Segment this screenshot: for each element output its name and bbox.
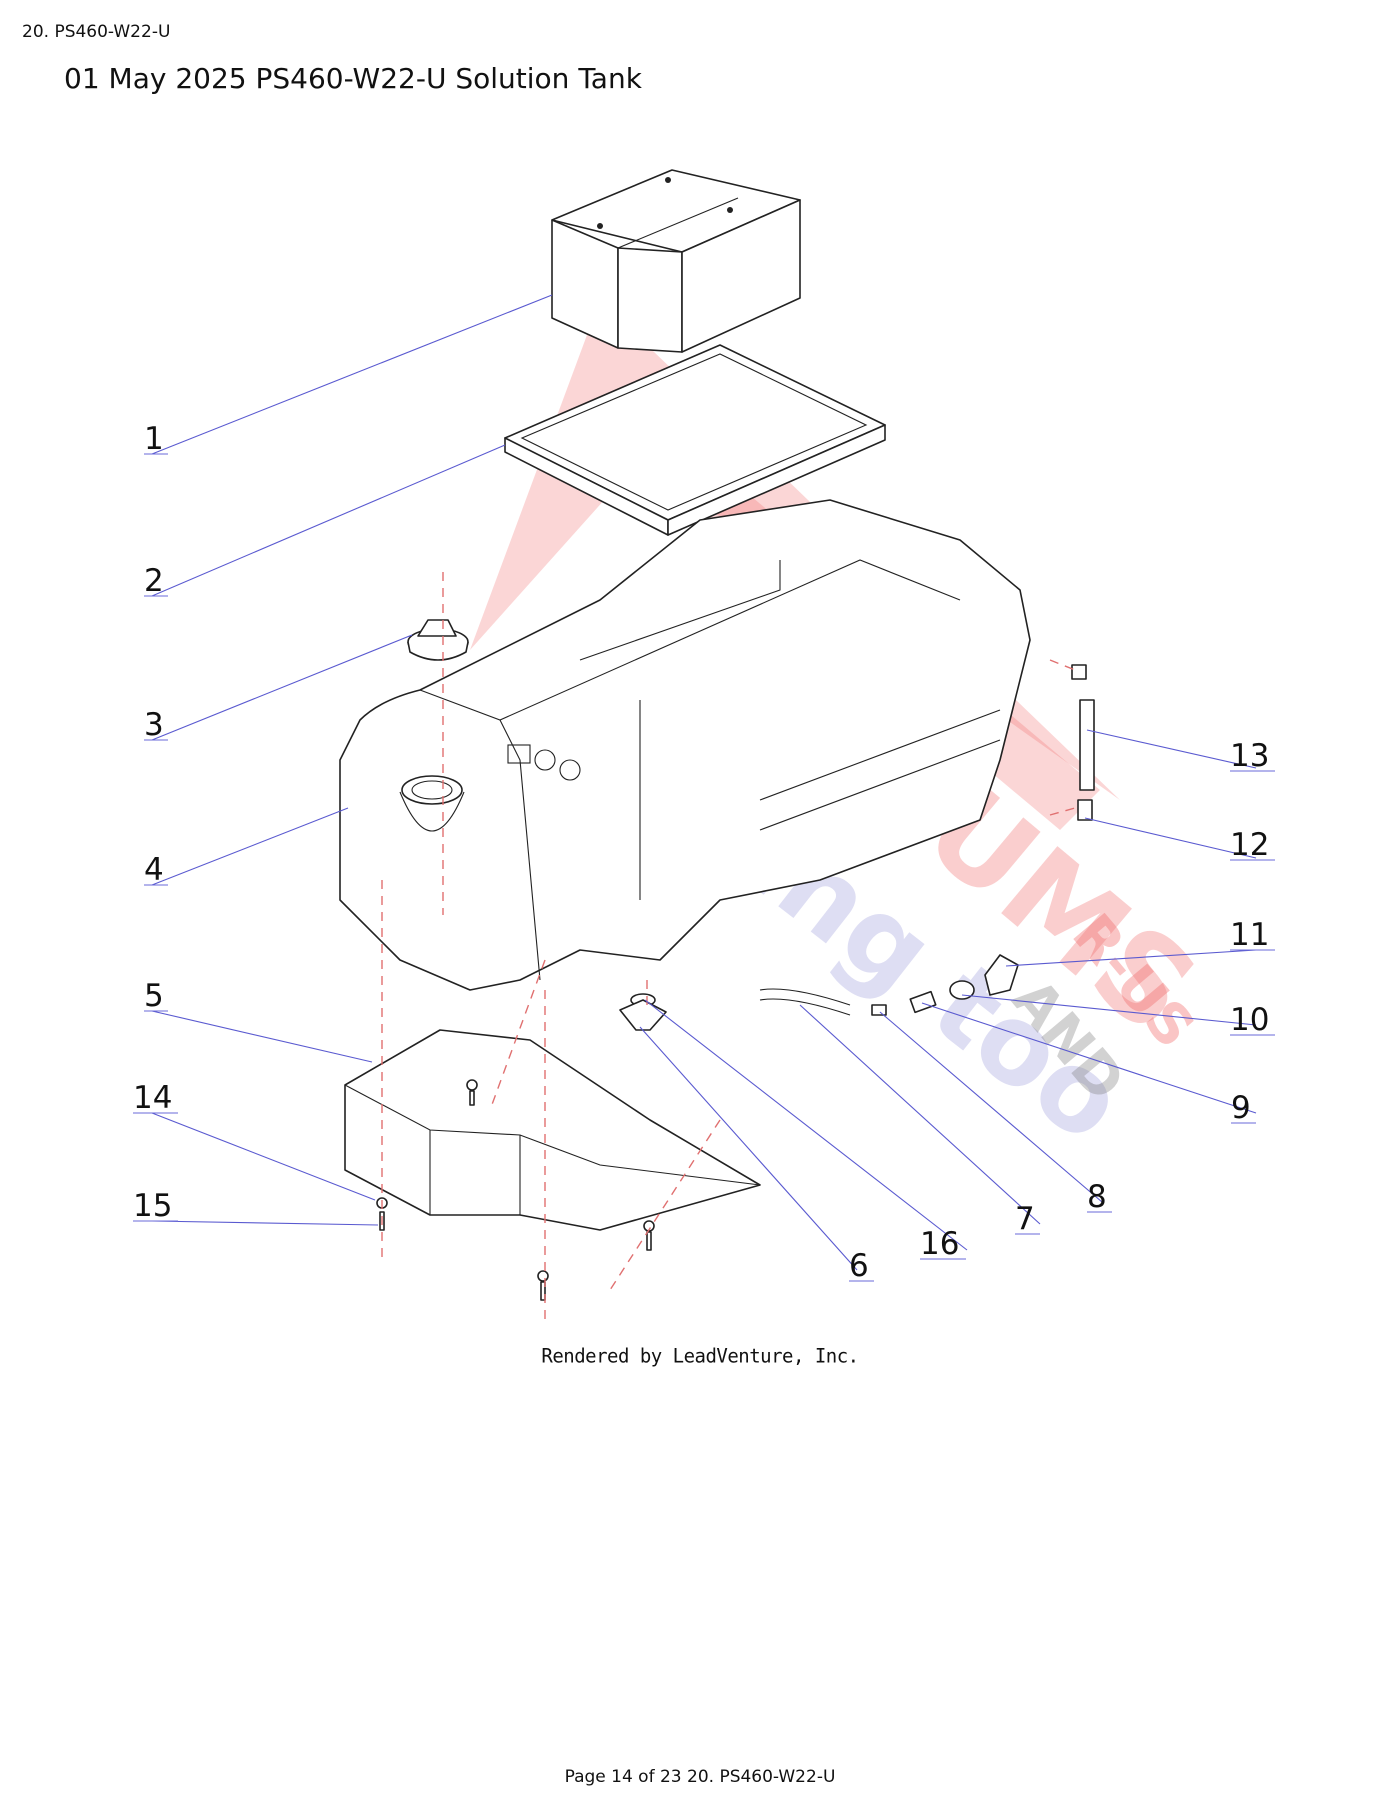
assembly-centerlines	[381, 572, 1076, 1320]
callout-label-12: 12	[1230, 827, 1269, 863]
callout-label-1: 1	[144, 421, 164, 457]
render-credit: Rendered by LeadVenture, Inc.	[541, 1344, 859, 1368]
callout-labels: 1 2 3 4 5 14 15 6 16 7 8 9 10 11 12 13	[133, 421, 1275, 1284]
page-title: 01 May 2025 PS460-W22-U Solution Tank	[64, 62, 642, 95]
page-footer: Page 14 of 23 20. PS460-W22-U	[564, 1767, 836, 1787]
tank-lower-cover	[344, 1029, 761, 1231]
callout-label-8: 8	[1087, 1179, 1107, 1215]
callout-label-2: 2	[144, 563, 164, 599]
callout-label-16: 16	[920, 1226, 959, 1262]
battery-pair	[551, 169, 801, 353]
leader-lines	[151, 294, 1257, 1271]
callout-label-9: 9	[1231, 1090, 1251, 1126]
callout-label-3: 3	[144, 707, 164, 743]
callout-label-4: 4	[144, 852, 164, 888]
callout-label-11: 11	[1230, 917, 1269, 953]
solution-tank	[339, 499, 1031, 991]
callout-label-13: 13	[1230, 738, 1269, 774]
solution-cap	[407, 619, 469, 661]
callout-label-10: 10	[1230, 1002, 1269, 1038]
callout-label-5: 5	[144, 978, 164, 1014]
callout-label-15: 15	[133, 1188, 172, 1224]
callout-label-6: 6	[849, 1248, 869, 1284]
page-header: 20. PS460-W22-U	[22, 22, 171, 42]
callout-label-14: 14	[133, 1080, 172, 1116]
battery-tray	[504, 344, 886, 536]
callout-label-7: 7	[1015, 1201, 1035, 1237]
